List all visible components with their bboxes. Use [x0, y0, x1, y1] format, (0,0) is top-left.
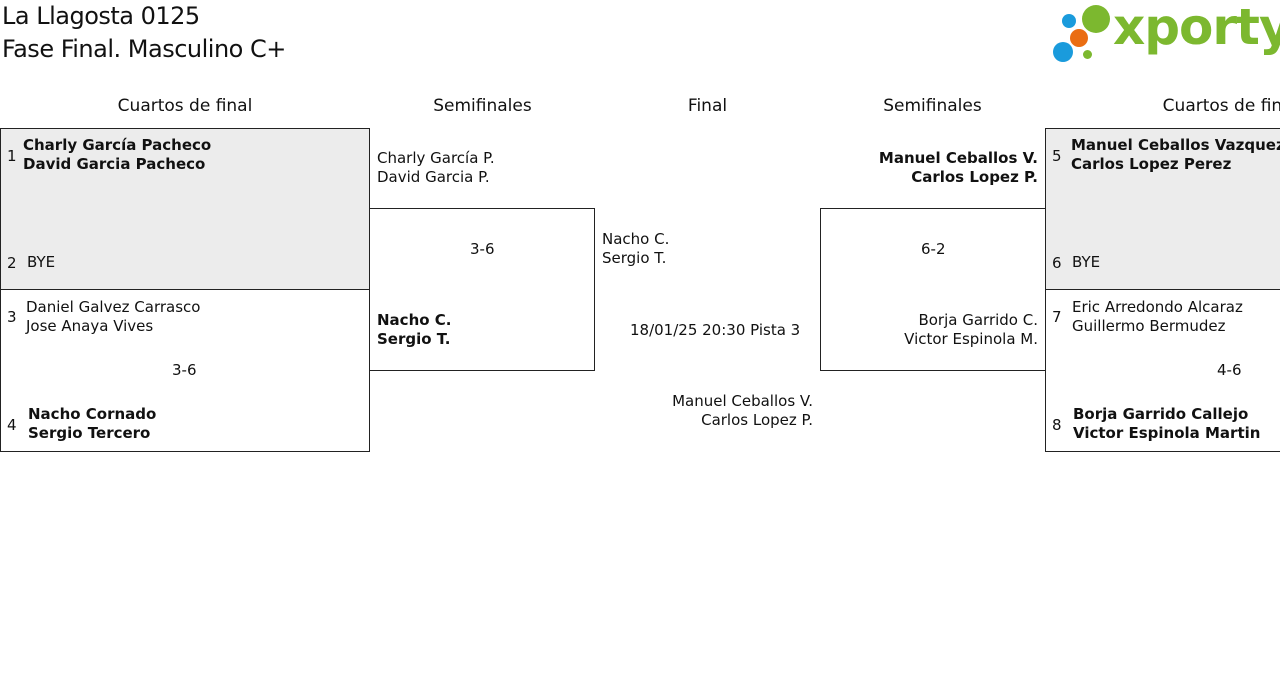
team-name: Manuel Ceballos V. Carlos Lopez P.	[672, 392, 813, 430]
bye-label: BYE	[1072, 253, 1101, 271]
team-name: Nacho C. Sergio T.	[602, 230, 669, 268]
logo-dot-blue-bottom	[1053, 42, 1073, 62]
player-name: Manuel Ceballos Vazquez	[1071, 136, 1280, 154]
player-name: Carlos Lopez Perez	[1071, 155, 1232, 173]
player-name: Nacho Cornado	[28, 405, 157, 423]
player-name: Carlos Lopez P.	[911, 168, 1038, 186]
player-name: Nacho C.	[602, 230, 670, 248]
player-name: Borja Garrido C.	[918, 311, 1038, 329]
player-name: Sergio Tercero	[28, 424, 151, 442]
logo-dot-green	[1082, 5, 1110, 33]
player-name: Eric Arredondo Alcaraz	[1072, 298, 1243, 316]
seed-number: 8	[1052, 416, 1062, 434]
player-name: David Garcia P.	[377, 168, 490, 186]
match-score: 3-6	[172, 361, 197, 379]
seed-number: 4	[7, 416, 17, 434]
player-name: Manuel Ceballos V.	[878, 149, 1038, 167]
player-name: Charly García Pacheco	[23, 136, 212, 154]
seed-number: 1	[7, 147, 17, 165]
team-name: Eric Arredondo Alcaraz Guillermo Bermude…	[1072, 298, 1243, 336]
player-name: Daniel Galvez Carrasco	[26, 298, 201, 316]
player-name: Sergio T.	[602, 249, 667, 267]
team-name: Charly García Pacheco David Garcia Pache…	[23, 136, 211, 174]
right-quarter-match-1	[1045, 128, 1280, 290]
xporty-logo: xporty	[1050, 0, 1280, 68]
player-name: Sergio T.	[377, 330, 451, 348]
logo-wordmark: xporty	[1113, 0, 1280, 56]
match-score: 4-6	[1217, 361, 1242, 379]
team-name: Nacho Cornado Sergio Tercero	[28, 405, 156, 443]
player-name: Manuel Ceballos V.	[672, 392, 813, 410]
match-score: 6-2	[921, 240, 946, 258]
player-name: David Garcia Pacheco	[23, 155, 206, 173]
team-name: Nacho C. Sergio T.	[377, 311, 451, 349]
team-name: Manuel Ceballos V. Carlos Lopez P.	[879, 149, 1038, 187]
logo-dot-orange	[1070, 29, 1088, 47]
player-name: Carlos Lopez P.	[701, 411, 813, 429]
team-name: Daniel Galvez Carrasco Jose Anaya Vives	[26, 298, 200, 336]
logo-dot-small-green	[1083, 50, 1092, 59]
seed-number: 6	[1052, 254, 1062, 272]
team-name: Borja Garrido C. Victor Espinola M.	[904, 311, 1038, 349]
team-name: Borja Garrido Callejo Victor Espinola Ma…	[1073, 405, 1260, 443]
seed-number: 2	[7, 254, 17, 272]
player-name: Borja Garrido Callejo	[1073, 405, 1249, 423]
tournament-title: La Llagosta 0125	[2, 2, 200, 30]
match-score: 3-6	[470, 240, 495, 258]
player-name: Victor Espinola Martin	[1073, 424, 1261, 442]
seed-number: 5	[1052, 147, 1062, 165]
round-header-left-semis: Semifinales	[433, 96, 532, 116]
left-semi-match	[369, 208, 595, 371]
seed-number: 3	[7, 308, 17, 326]
team-name: Manuel Ceballos Vazquez Carlos Lopez Per…	[1071, 136, 1280, 174]
round-header-final: Final	[687, 96, 728, 116]
bye-label: BYE	[27, 253, 56, 271]
player-name: Guillermo Bermudez	[1072, 317, 1226, 335]
logo-dot-blue-top	[1062, 14, 1076, 28]
player-name: Jose Anaya Vives	[26, 317, 154, 335]
left-quarter-match-1	[0, 128, 370, 290]
round-header-right-quarters: Cuartos de final	[1162, 96, 1280, 116]
round-header-left-quarters: Cuartos de final	[117, 96, 253, 116]
player-name: Charly García P.	[377, 149, 495, 167]
round-header-right-semis: Semifinales	[883, 96, 982, 116]
player-name: Victor Espinola M.	[904, 330, 1038, 348]
match-schedule: 18/01/25 20:30 Pista 3	[630, 321, 801, 339]
team-name: Charly García P. David Garcia P.	[377, 149, 495, 187]
seed-number: 7	[1052, 308, 1062, 326]
tournament-subtitle: Fase Final. Masculino C+	[2, 35, 286, 63]
player-name: Nacho C.	[377, 311, 452, 329]
right-quarter-match-2	[1045, 289, 1280, 452]
